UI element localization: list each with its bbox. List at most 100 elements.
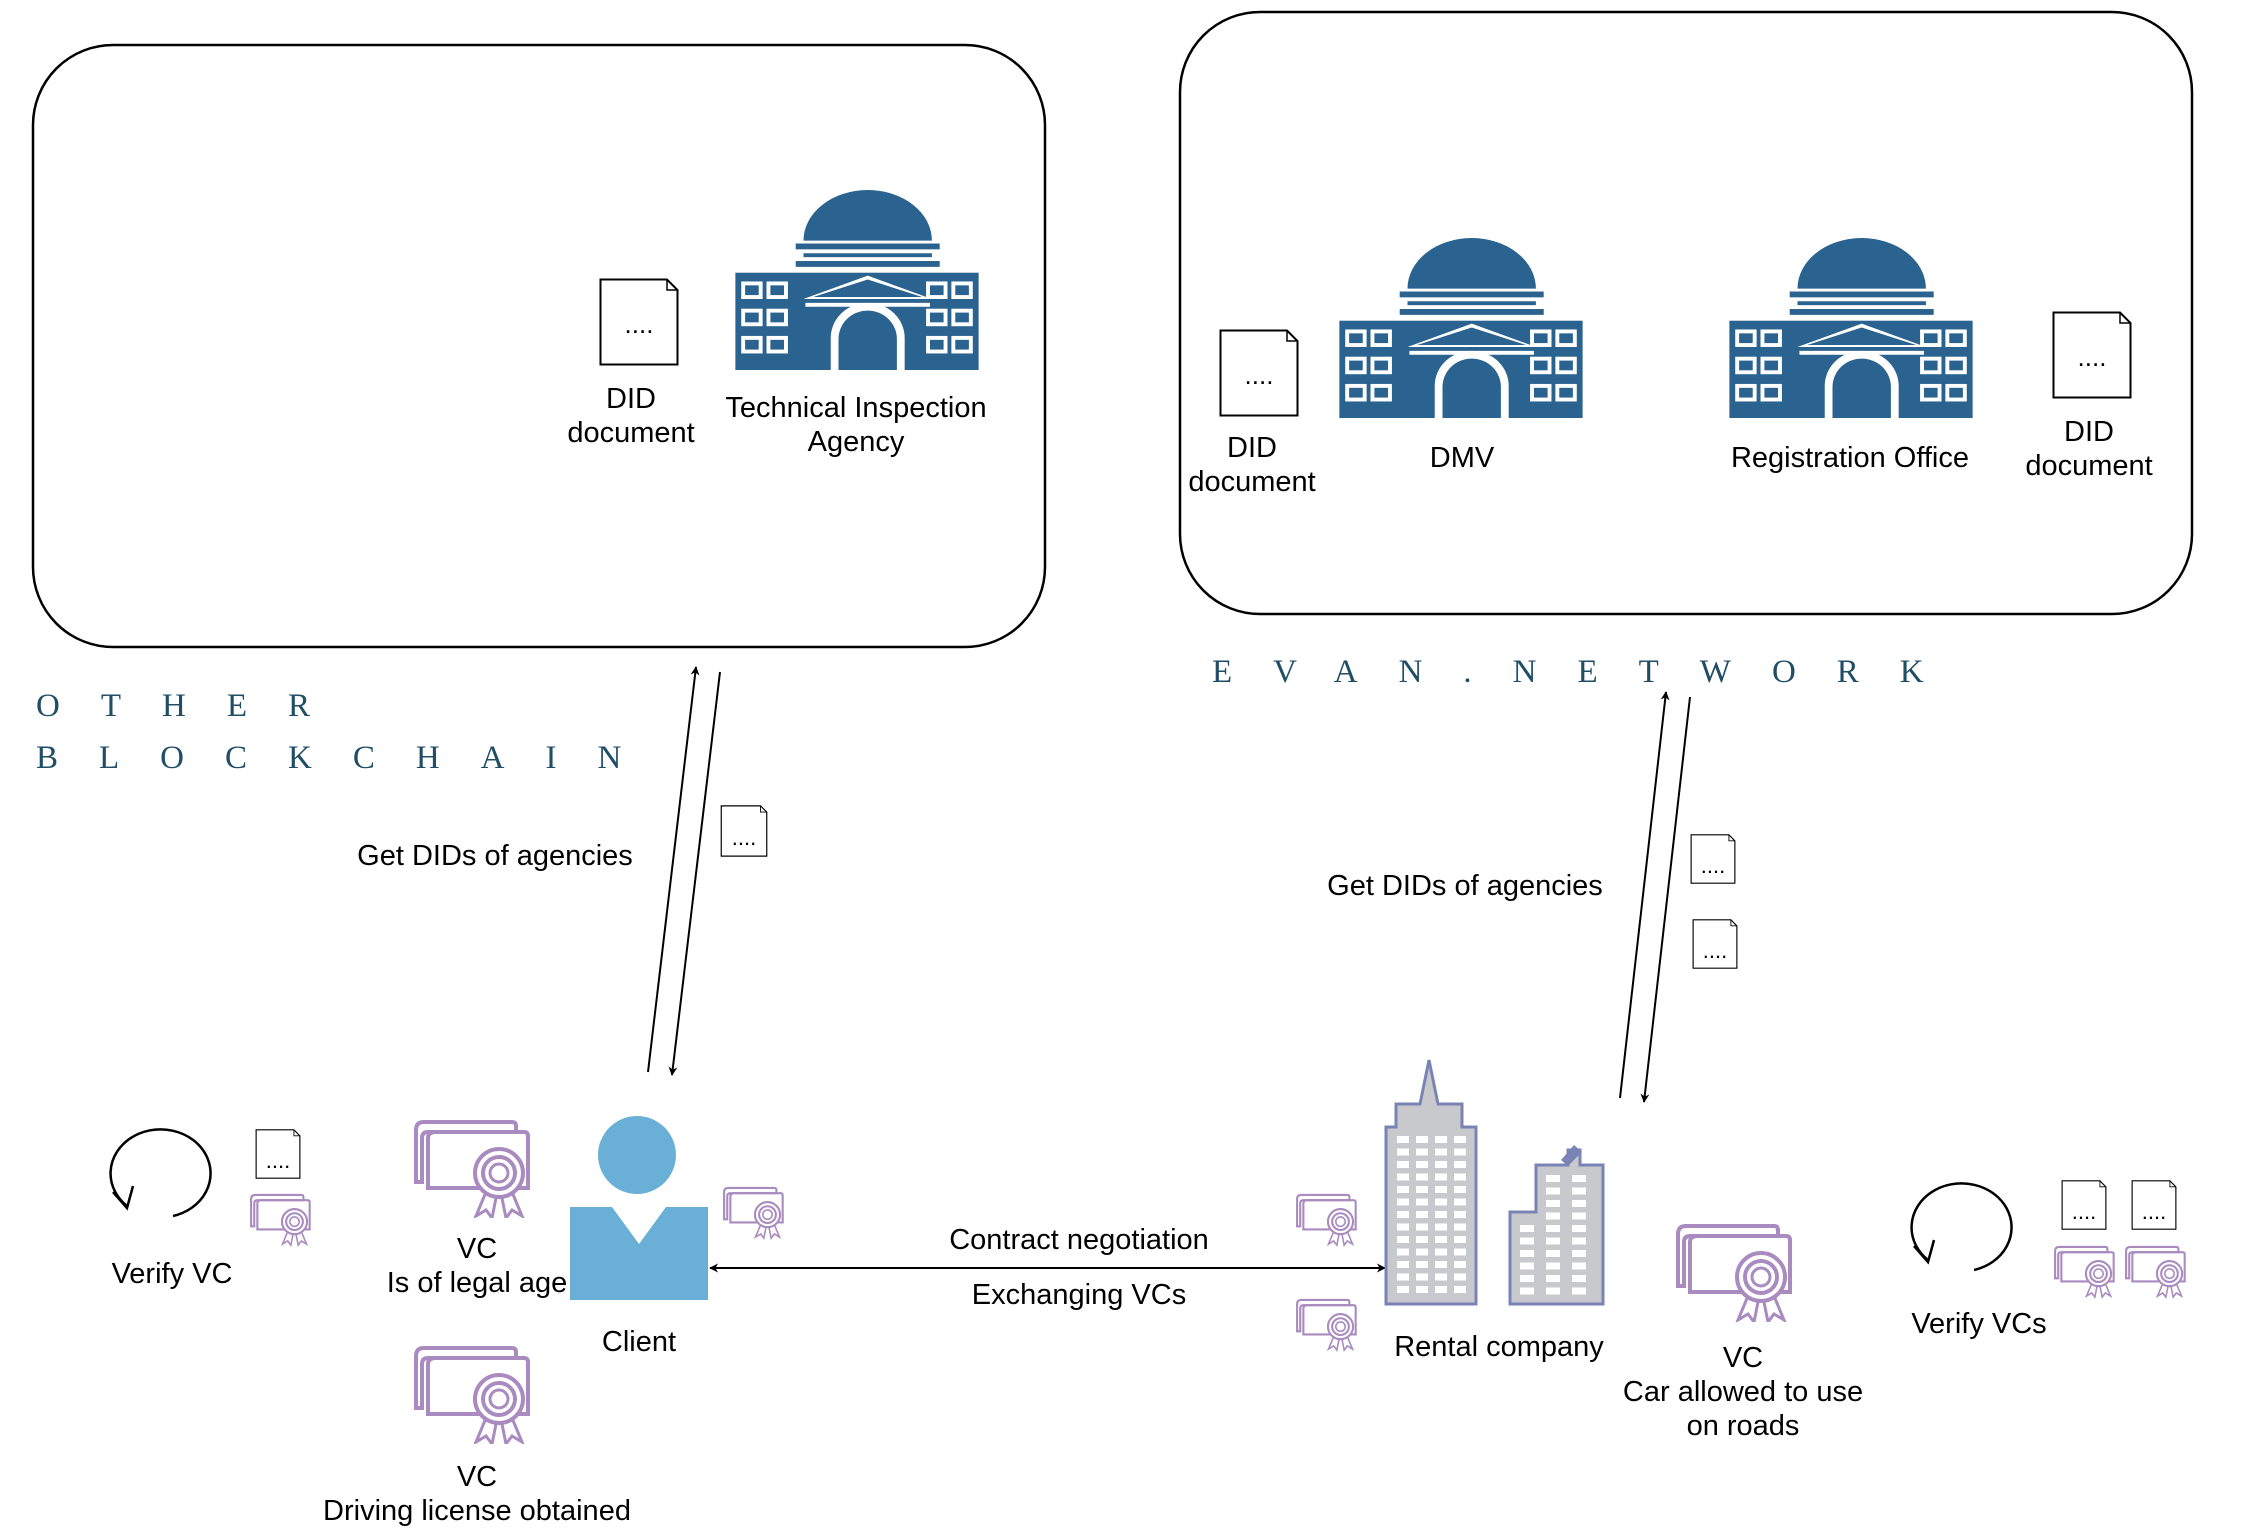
office-window <box>1454 1136 1466 1143</box>
office-window <box>1435 1236 1447 1243</box>
edge-label-exchanging-vcs: Exchanging VCs <box>971 1279 1187 1311</box>
office-window <box>1546 1200 1560 1207</box>
office-window <box>1416 1261 1428 1268</box>
office-window <box>1435 1211 1447 1218</box>
office-window <box>1546 1225 1560 1232</box>
office-window <box>1546 1187 1560 1195</box>
office-window <box>1397 1223 1409 1231</box>
office-window <box>1454 1148 1466 1156</box>
office-window <box>1454 1211 1466 1218</box>
other-blockchain-region <box>31 43 1047 649</box>
other-blockchain-label-line1: OTHER <box>36 688 351 724</box>
office-window <box>1546 1287 1560 1295</box>
certificate-icon <box>414 1120 530 1218</box>
other-blockchain-label-line2: BLOCKCHAIN <box>36 740 663 776</box>
office-window <box>1416 1186 1428 1193</box>
office-window <box>1397 1236 1409 1243</box>
office-window <box>1454 1236 1466 1243</box>
cycle-arrow-icon <box>109 1128 212 1218</box>
document-dots: .... <box>1245 360 1274 390</box>
office-window <box>1416 1286 1428 1293</box>
verify-vc-label: Verify VC <box>111 1258 233 1290</box>
document-dots: .... <box>266 1148 290 1173</box>
office-window <box>1416 1173 1428 1181</box>
office-window <box>1546 1275 1560 1282</box>
office-window <box>1397 1211 1409 1218</box>
office-window <box>1454 1286 1466 1293</box>
office-window <box>1416 1211 1428 1218</box>
office-buildings-icon <box>1384 1059 1605 1306</box>
office-window <box>1546 1262 1560 1270</box>
office-window <box>1416 1248 1428 1256</box>
office-window <box>1435 1261 1447 1268</box>
certificate-icon <box>1295 1193 1357 1247</box>
arrow-get-dids-right-down <box>1640 696 1691 1103</box>
office-window <box>1546 1212 1560 1220</box>
certificate-icon <box>722 1186 784 1240</box>
office-window <box>1435 1248 1447 1256</box>
office-window <box>1454 1173 1466 1181</box>
office-window <box>1397 1286 1409 1293</box>
office-window <box>1572 1237 1586 1245</box>
edge-label-get-dids-left: Get DIDs of agencies <box>357 840 633 872</box>
office-window <box>1435 1273 1447 1281</box>
edge-label-contract-negotiation: Contract negotiation <box>949 1224 1209 1256</box>
office-window <box>1397 1148 1409 1156</box>
office-window <box>1416 1148 1428 1156</box>
office-window <box>1416 1198 1428 1206</box>
office-window <box>1454 1198 1466 1206</box>
office-window <box>1435 1148 1447 1156</box>
office-window <box>1397 1186 1409 1193</box>
office-window <box>1416 1236 1428 1243</box>
arrow-get-dids-right-up <box>1619 691 1670 1099</box>
edge-label-get-dids-right: Get DIDs of agencies <box>1327 870 1603 902</box>
office-window <box>1454 1223 1466 1231</box>
office-window <box>1397 1248 1409 1256</box>
office-window <box>1397 1273 1409 1281</box>
arrow-get-dids-left-down <box>668 671 721 1076</box>
agency-label-registration-office: Registration Office <box>1730 442 1970 474</box>
certificate-icon <box>414 1346 530 1444</box>
office-window <box>1454 1248 1466 1256</box>
office-window <box>1546 1237 1560 1245</box>
office-window <box>1520 1275 1534 1282</box>
office-window <box>1435 1198 1447 1206</box>
person-icon <box>570 1116 708 1300</box>
office-window <box>1416 1273 1428 1281</box>
certificate-icon <box>249 1193 311 1247</box>
office-window <box>1520 1250 1534 1257</box>
document-dots: .... <box>2072 1199 2096 1224</box>
arrow-get-dids-left-up <box>647 666 700 1073</box>
rental-company-label: Rental company <box>1394 1331 1604 1363</box>
agency-label-dmv: DMV <box>1429 442 1495 474</box>
office-window <box>1572 1200 1586 1207</box>
document-dots: .... <box>1701 853 1725 878</box>
certificate-icon <box>1295 1298 1357 1352</box>
office-window <box>1454 1261 1466 1268</box>
office-window <box>1454 1186 1466 1193</box>
office-window <box>1572 1212 1586 1220</box>
office-window <box>1572 1250 1586 1257</box>
cycle-arrow-icon <box>1910 1182 2013 1272</box>
office-window <box>1454 1273 1466 1281</box>
document-dots: .... <box>2078 342 2107 372</box>
office-window <box>1520 1262 1534 1270</box>
office-window <box>1397 1173 1409 1181</box>
office-window <box>1546 1175 1560 1182</box>
document-dots: .... <box>732 825 756 850</box>
office-window <box>1397 1261 1409 1268</box>
office-window <box>1435 1186 1447 1193</box>
client-label: Client <box>601 1326 677 1358</box>
office-window <box>1397 1198 1409 1206</box>
certificate-icon <box>1676 1224 1792 1322</box>
office-window <box>1520 1237 1534 1245</box>
evan-network-region <box>1178 10 2194 616</box>
office-window <box>1572 1275 1586 1282</box>
office-window <box>1435 1223 1447 1231</box>
